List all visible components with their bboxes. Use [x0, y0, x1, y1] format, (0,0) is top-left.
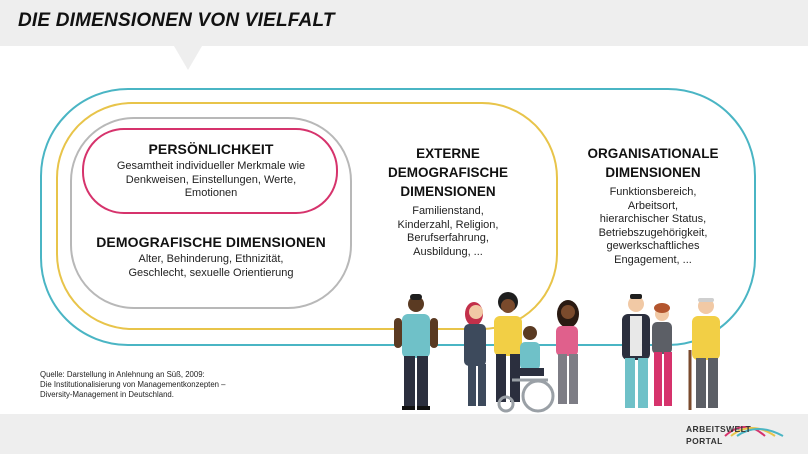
- external-block: EXTERNE DEMOGRAFISCHE DIMENSIONEN Famili…: [370, 144, 526, 259]
- personality-line: Denkweisen, Einstellungen, Werte,: [125, 173, 297, 186]
- organisational-line: Betriebszugehörigkeit,: [598, 226, 708, 239]
- person-illustration: [497, 326, 555, 413]
- header-pointer: [174, 46, 202, 70]
- demographic-heading: DEMOGRAFISCHE DIMENSIONEN: [96, 234, 326, 250]
- personality-heading: PERSÖNLICHKEIT: [148, 141, 274, 157]
- organisational-line: Funktionsbereich,: [609, 186, 697, 198]
- organisational-line: Engagement, ...: [614, 253, 692, 266]
- demographic-block: DEMOGRAFISCHE DIMENSIONEN Alter, Behinde…: [86, 234, 336, 280]
- external-line: Familienstand,: [412, 205, 484, 217]
- external-heading: EXTERNE DEMOGRAFISCHE DIMENSIONEN: [370, 144, 526, 201]
- person-illustration: [688, 298, 720, 410]
- personality-line: Emotionen: [184, 187, 238, 199]
- demographic-line: Geschlecht, sexuelle Orientierung: [128, 266, 294, 279]
- internal-dimensions-frame: [70, 117, 352, 309]
- personality-block: PERSÖNLICHKEIT Gesamtheit individueller …: [86, 141, 336, 201]
- logo-line-1: ARBEITSWELT: [686, 424, 752, 434]
- source-line: Diversity-Management in Deutschland.: [40, 390, 174, 399]
- source-line: Quelle: Darstellung in Anlehnung an Süß,…: [40, 370, 205, 379]
- personality-frame: [82, 128, 338, 214]
- organisational-block: ORGANISATIONALE DIMENSIONEN Funktionsber…: [570, 144, 736, 267]
- external-dimensions-frame: [56, 102, 558, 330]
- external-heading-line: EXTERNE: [416, 146, 480, 161]
- external-heading-line: DIMENSIONEN: [400, 184, 496, 199]
- organisational-description: Funktionsbereich, Arbeitsort, hierarchis…: [570, 186, 736, 267]
- page-title: DIE DIMENSIONEN VON VIELFALT: [18, 10, 335, 31]
- external-description: Familienstand, Kinderzahl, Religion, Ber…: [370, 205, 526, 259]
- organisational-line: hierarchischer Status,: [599, 213, 707, 225]
- personality-line: Gesamtheit individueller Merkmale wie: [116, 160, 306, 172]
- person-illustration: [464, 302, 486, 406]
- header-bar: DIE DIMENSIONEN VON VIELFALT: [0, 0, 808, 46]
- arbeitswelt-portal-logo: [724, 426, 784, 437]
- external-line: Ausbildung, ...: [413, 245, 483, 258]
- person-illustration: [652, 303, 672, 406]
- organisational-heading-line: DIMENSIONEN: [605, 165, 701, 180]
- personality-description: Gesamtheit individueller Merkmale wie De…: [86, 160, 336, 201]
- external-heading-line: DEMOGRAFISCHE: [387, 165, 508, 180]
- person-illustration: [494, 292, 522, 402]
- organisational-line: Arbeitsort,: [627, 199, 679, 212]
- organisational-heading: ORGANISATIONALE DIMENSIONEN: [570, 144, 736, 182]
- person-illustration: [556, 300, 579, 404]
- external-line: Kinderzahl, Religion,: [397, 218, 499, 231]
- demographic-description: Alter, Behinderung, Ethnizität, Geschlec…: [86, 253, 336, 280]
- footer-bar: [0, 414, 808, 454]
- person-illustration: [394, 294, 438, 410]
- organisational-line: gewerkschaftliches: [606, 240, 700, 252]
- logo-line-2: PORTAL: [686, 436, 723, 446]
- external-line: Berufserfahrung,: [407, 232, 489, 244]
- source-note: Quelle: Darstellung in Anlehnung an Süß,…: [40, 370, 226, 400]
- person-illustration: [622, 294, 650, 408]
- demographic-line: Alter, Behinderung, Ethnizität,: [138, 253, 284, 265]
- organisational-heading-line: ORGANISATIONALE: [587, 146, 719, 161]
- source-line: Die Institutionalisierung von Management…: [40, 380, 226, 389]
